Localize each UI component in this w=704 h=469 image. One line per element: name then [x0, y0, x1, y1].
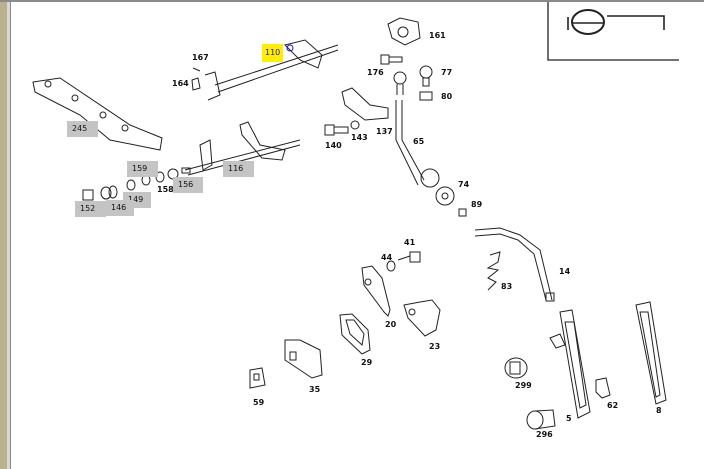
part-164 — [191, 67, 201, 91]
part-161 — [387, 17, 421, 46]
part-137-bracket — [341, 87, 389, 121]
part-label-110[interactable]: 110 — [262, 44, 284, 62]
part-label-143[interactable]: 143 — [351, 133, 368, 142]
part-label-80[interactable]: 80 — [441, 92, 453, 101]
part-77-ball — [419, 65, 433, 101]
part-label-158[interactable]: 158 — [157, 185, 174, 194]
part-label-299[interactable]: 299 — [515, 381, 532, 390]
part-label-159[interactable]: 159 — [127, 161, 158, 177]
part-label-176[interactable]: 176 — [367, 68, 384, 77]
part-label-164[interactable]: 164 — [172, 79, 189, 88]
part-label-116[interactable]: 116 — [223, 161, 254, 177]
part-label-5[interactable]: 5 — [566, 414, 572, 423]
part-140-bolt — [324, 120, 360, 136]
part-14-rod — [474, 227, 555, 302]
part-label-167[interactable]: 167 — [192, 53, 209, 62]
part-245-bracket — [32, 77, 163, 151]
part-20 — [361, 265, 391, 317]
part-label-77[interactable]: 77 — [441, 68, 453, 77]
window-frame-border — [7, 0, 11, 469]
part-label-140[interactable]: 140 — [325, 141, 342, 150]
part-label-156[interactable]: 156 — [173, 177, 203, 193]
part-label-44[interactable]: 44 — [381, 253, 393, 262]
part-110-shaft — [204, 39, 339, 101]
part-65-lever — [393, 71, 440, 188]
inset-symbol-box — [547, 2, 679, 61]
small-parts-row — [82, 167, 191, 201]
part-83-spring — [486, 251, 501, 291]
part-label-62[interactable]: 62 — [607, 401, 619, 410]
part-label-35[interactable]: 35 — [309, 385, 321, 394]
part-74 — [435, 186, 467, 217]
part-label-296[interactable]: 296 — [536, 430, 553, 439]
part-label-14[interactable]: 14 — [559, 267, 571, 276]
window-frame-left — [0, 0, 7, 469]
part-label-146[interactable]: 146 — [106, 200, 134, 216]
part-label-8[interactable]: 8 — [656, 406, 662, 415]
part-8-pedal — [635, 301, 667, 405]
window-frame-top — [0, 0, 704, 2]
part-label-89[interactable]: 89 — [471, 200, 483, 209]
part-label-245[interactable]: 245 — [67, 121, 98, 137]
part-label-152[interactable]: 152 — [75, 201, 106, 217]
part-label-74[interactable]: 74 — [458, 180, 470, 189]
part-23 — [403, 299, 441, 337]
part-35 — [284, 339, 323, 379]
part-label-161[interactable]: 161 — [429, 31, 446, 40]
part-116-shaft — [184, 121, 301, 176]
part-59-clip — [249, 367, 266, 389]
part-label-83[interactable]: 83 — [501, 282, 513, 291]
part-label-59[interactable]: 59 — [253, 398, 265, 407]
part-296 — [526, 409, 556, 430]
part-label-137[interactable]: 137 — [376, 127, 393, 136]
part-label-65[interactable]: 65 — [413, 137, 425, 146]
part-5-pedal — [549, 309, 591, 419]
part-41-bolt — [386, 251, 421, 272]
part-label-41[interactable]: 41 — [404, 238, 416, 247]
part-label-29[interactable]: 29 — [361, 358, 373, 367]
part-176-bolt — [380, 54, 403, 65]
part-29-gasket — [339, 313, 371, 355]
part-label-23[interactable]: 23 — [429, 342, 441, 351]
part-299 — [504, 357, 528, 379]
part-62 — [595, 377, 611, 399]
part-label-20[interactable]: 20 — [385, 320, 397, 329]
